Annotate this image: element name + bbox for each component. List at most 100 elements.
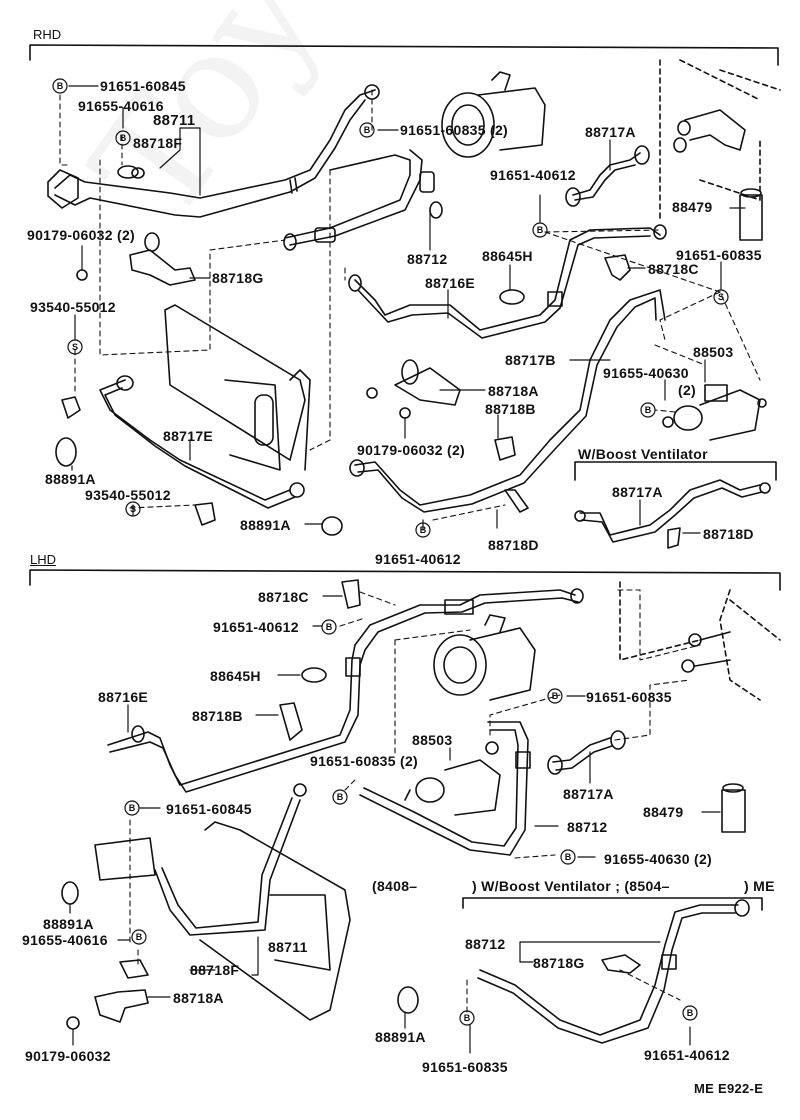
rhd-leaders (68, 85, 746, 534)
part-label[interactable]: 88645H (482, 248, 533, 264)
part-label[interactable]: 88645H (210, 668, 261, 684)
part-label[interactable]: 88712 (407, 251, 448, 267)
part-label[interactable]: 88718C (648, 261, 699, 277)
part-label[interactable]: 88718D (703, 526, 754, 542)
part-label[interactable]: 88718G (212, 270, 264, 286)
rhd-bolt-symbols (52, 78, 729, 538)
rhd-clamp-88718D-boost (667, 527, 681, 549)
part-label[interactable]: 88891A (240, 517, 291, 533)
part-label[interactable]: 88717B (505, 352, 556, 368)
rhd-hose-88712 (283, 149, 443, 251)
lhd-pipe-88716E (107, 588, 584, 793)
part-label[interactable]: 91651-60845 (100, 78, 186, 94)
bolt-mark: B (120, 133, 127, 143)
rhd-clip-left (61, 396, 81, 419)
bolt-mark: B (645, 405, 652, 415)
rhd-pipe-88717E (99, 375, 305, 509)
rhd-bracket-88718G (129, 232, 196, 286)
part-label[interactable]: 88891A (375, 1029, 426, 1045)
part-label[interactable]: 88717A (612, 484, 663, 500)
part-label[interactable]: 88718B (192, 708, 243, 724)
rhd-evaporator (659, 59, 781, 221)
part-label[interactable]: 88711 (153, 112, 196, 129)
rhd-nut-90179-mid (366, 387, 378, 399)
part-label[interactable]: 91651-40612 (490, 167, 576, 183)
rhd-pipe-88717B (349, 289, 666, 513)
boost-ventilator-label: W/Boost Ventilator (578, 446, 708, 462)
part-label[interactable]: 91651-40612 (375, 551, 461, 567)
part-label[interactable]: 88718F (190, 962, 240, 978)
part-label[interactable]: 91651-60835 (676, 247, 762, 263)
lhd-pipe-88717A (547, 730, 626, 775)
bolt-mark: B (464, 1013, 471, 1023)
lhd-bracket-88718A (94, 989, 149, 1023)
part-label[interactable]: 93540-55012 (85, 487, 171, 503)
part-label[interactable]: 91655-40616 (22, 932, 108, 948)
part-label[interactable]: 88716E (98, 689, 149, 705)
part-label[interactable]: 90179-06032 (25, 1048, 111, 1064)
part-label[interactable]: 88712 (567, 819, 608, 835)
lhd-valve-88645H (301, 667, 327, 683)
rhd-clamp-88718C (604, 254, 631, 281)
part-label[interactable]: 88891A (43, 916, 94, 932)
bolt-mark: B (57, 81, 64, 91)
bolt-mark: B (420, 525, 427, 535)
part-label[interactable]: 88718G (533, 955, 585, 971)
part-label[interactable]: 93540-55012 (30, 299, 116, 315)
part-label[interactable]: 91651-40612 (644, 1047, 730, 1063)
rhd-clamp-88718B (494, 436, 516, 461)
part-label[interactable]: 91655-40630 (2) (604, 851, 713, 867)
part-label[interactable]: 91651-40612 (213, 619, 299, 635)
part-label[interactable]: 88479 (672, 199, 713, 215)
rhd-clamp-88718D (504, 489, 529, 513)
part-label[interactable]: 88891A (45, 471, 96, 487)
rhd-hose-88711 (47, 84, 380, 218)
figure-code: ME E922-E (694, 1081, 764, 1096)
part-label[interactable]: 88718B (485, 401, 536, 417)
part-label[interactable]: 88503 (693, 344, 734, 360)
part-label[interactable]: 90179-06032 (2) (27, 227, 136, 243)
part-label[interactable]: 88718C (258, 589, 309, 605)
bolt-mark: B (337, 792, 344, 802)
part-label[interactable]: 91655-40616 (78, 98, 164, 114)
part-label[interactable]: 88711 (268, 939, 308, 955)
screw-mark: S (718, 292, 724, 302)
bolt-mark: B (364, 125, 371, 135)
part-label[interactable]: 88717A (585, 124, 636, 140)
part-label[interactable]: 88479 (643, 804, 684, 820)
part-label[interactable]: 88717E (163, 428, 214, 444)
lhd-boost-bracket (462, 897, 763, 911)
boost-ventilator-range-end: ) ME (744, 878, 775, 894)
screw-mark: S (72, 342, 78, 352)
lhd-boot-88479 (721, 783, 746, 833)
lhd-leaders (69, 595, 721, 1054)
part-label[interactable]: 90179-06032 (2) (357, 442, 466, 458)
part-label[interactable]: 88718A (173, 990, 224, 1006)
rhd-pipe-88717A (565, 145, 650, 207)
part-label[interactable]: (2) (678, 382, 697, 398)
rhd-clamp-88718F (117, 165, 145, 179)
rhd-clip-mid (194, 502, 216, 526)
part-label[interactable]: 88716E (425, 275, 476, 291)
part-label[interactable]: 91651-60835 (586, 689, 672, 705)
part-label[interactable]: 91655-40630 (603, 365, 689, 381)
bolt-mark: B (129, 803, 136, 813)
part-label[interactable]: 88503 (412, 732, 453, 748)
part-label[interactable]: 91651-60845 (166, 801, 252, 817)
part-label[interactable]: 91651-60835 (2) (400, 122, 509, 138)
lhd-boost-hose-88712 (477, 899, 750, 1044)
lhd-dashed-guides (129, 589, 701, 1013)
bolt-mark: B (552, 691, 559, 701)
part-label[interactable]: 88718A (488, 383, 539, 399)
lhd-evaporator (619, 581, 781, 701)
part-label[interactable]: 88718D (488, 537, 539, 553)
part-label[interactable]: 88717A (563, 786, 614, 802)
part-label[interactable]: 91651-60835 (2) (310, 753, 419, 769)
section-title-rhd: RHD (33, 27, 62, 42)
part-label[interactable]: 91651-60835 (422, 1059, 508, 1075)
rhd-boost-bracket (574, 461, 777, 481)
part-label[interactable]: 88712 (465, 936, 506, 952)
part-label[interactable]: 88718F (133, 135, 183, 151)
lhd-grommet-88891A-mid (397, 986, 419, 1014)
